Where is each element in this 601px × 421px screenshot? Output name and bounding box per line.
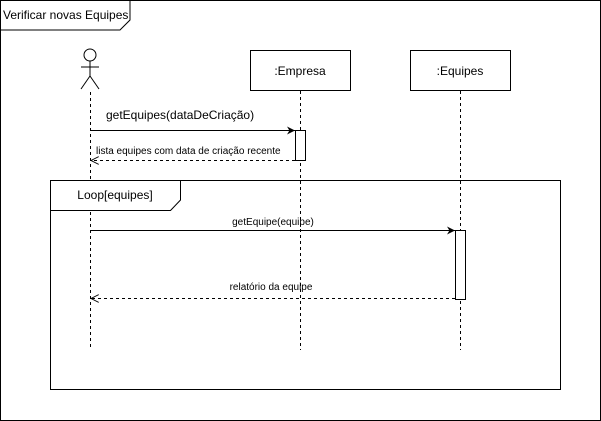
lifeline-empresa-head: [250, 50, 351, 91]
activation-empresa: [295, 130, 306, 161]
lifeline-empresa-label: :Empresa: [274, 64, 326, 78]
actor-figure: [80, 48, 100, 90]
actor-head: [83, 48, 97, 62]
loop-fragment-tab: [50, 180, 181, 211]
message-relatorio-label: relatório da equipe: [230, 282, 313, 293]
loop-fragment-label: Loop[equipes]: [77, 188, 152, 202]
message-lista-equipes-label: lista equipes com data de criação recent…: [96, 146, 281, 157]
lifeline-equipes-label: :Equipes: [437, 64, 484, 78]
lifeline-equipes-head: [410, 50, 511, 91]
message-getequipe-label: getEquipe(equipe): [232, 217, 314, 228]
actor-left-leg: [80, 75, 91, 90]
activation-equipes: [455, 230, 466, 300]
loop-fragment: [50, 180, 561, 390]
frame-title-tab: [0, 0, 131, 31]
actor-right-leg: [89, 75, 100, 90]
frame-title: Verificar novas Equipes: [3, 8, 128, 22]
message-getequipes-label: getEquipes(dataDeCriação): [106, 108, 254, 122]
